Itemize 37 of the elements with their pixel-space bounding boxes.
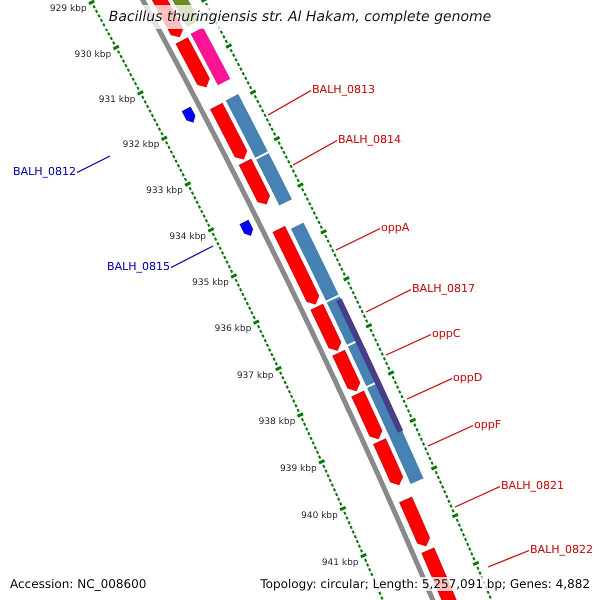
leader-line [454,486,500,508]
leader-line [366,288,412,313]
scale-label: 941 kbp [322,558,358,568]
gene-label: BALH_0821 [501,480,564,491]
gene-label: BALH_0814 [338,134,401,145]
scale-label: 940 kbp [301,512,338,521]
scale-label: 937 kbp [236,372,274,380]
leader-line [428,424,474,447]
gene-label: oppD [453,372,482,383]
gene-label: BALH_0822 [530,544,593,555]
scale-label: 930 kbp [74,50,112,60]
gene-label: BALH_0815 [107,261,170,272]
leader-line [336,228,380,251]
leader-line [76,155,110,174]
accession-text: Accession: NC_008600 [8,577,148,591]
scale-label: 939 kbp [280,464,317,474]
leader-line [386,334,432,356]
leader-line [406,378,452,400]
leader-line [488,550,530,568]
gene-label: oppC [432,328,460,339]
scale-label: 931 kbp [98,96,136,105]
scale-label: 932 kbp [122,141,160,150]
scale-label: 933 kbp [146,187,183,196]
scale-label: 935 kbp [192,278,229,288]
scale-label: 936 kbp [214,325,252,334]
gene-label: oppA [381,222,410,233]
scale-label: 929 kbp [50,5,87,14]
leader-line [268,90,312,116]
leader-line [292,140,338,166]
gene-label: oppF [474,419,502,430]
leader-line [170,245,214,268]
gene-label: BALH_0817 [412,283,475,294]
gene-label: BALH_0813 [312,84,375,95]
scale-label: 934 kbp [169,232,206,242]
scale-label: 938 kbp [258,418,296,427]
gene-label: BALH_0812 [13,166,76,177]
genome-info-text: Topology: circular; Length: 5,257,091 bp; Genes: 4,882 [258,577,592,591]
